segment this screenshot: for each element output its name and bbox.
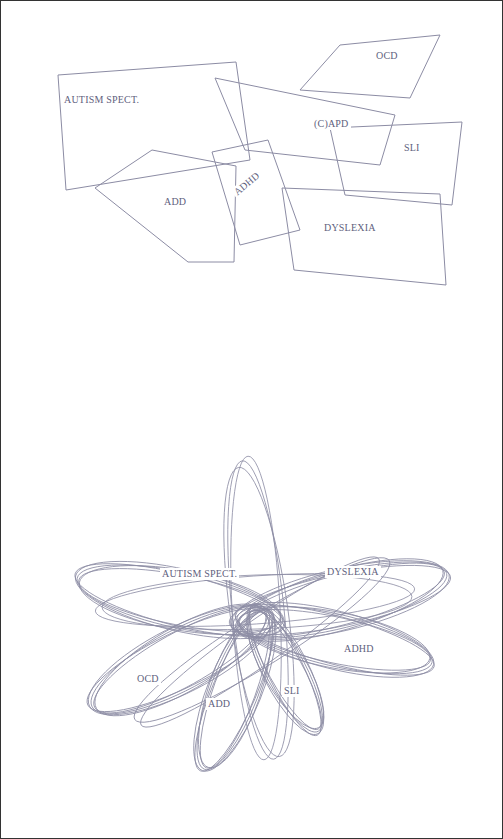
condition-label: OCD <box>135 673 161 685</box>
condition-label: DYSLEXIA <box>325 566 381 578</box>
polygon-outline <box>282 188 446 285</box>
polygon-region: DYSLEXIA <box>282 188 446 285</box>
ellipse-loop: ADD <box>193 606 277 774</box>
condition-label: AUTISM SPECT. <box>62 94 141 106</box>
loop-outline <box>244 603 327 736</box>
condition-label: OCD <box>374 50 400 62</box>
polygon-region: (C)APD <box>215 78 395 165</box>
condition-label: ADD <box>162 196 188 208</box>
polygon-region: ADHD <box>212 140 300 245</box>
polygon-outline <box>58 62 250 190</box>
polygon-outline <box>300 35 440 98</box>
condition-label: AUTISM SPECT. <box>160 568 239 580</box>
condition-label: ADHD <box>230 169 264 200</box>
loop-outline <box>193 606 277 774</box>
polygon-outline <box>215 78 395 165</box>
polygon-outline <box>212 140 300 245</box>
polygon-region: ADD <box>95 150 236 262</box>
condition-label: DYSLEXIA <box>322 222 378 234</box>
polygon-region: AUTISM SPECT. <box>58 62 250 190</box>
condition-label: ADHD <box>342 643 376 655</box>
condition-label: SLI <box>282 685 302 697</box>
ellipse-loop: SLI <box>244 603 327 736</box>
condition-label: SLI <box>402 142 422 154</box>
condition-label: ADD <box>206 698 232 710</box>
polygon-region: OCD <box>300 35 440 98</box>
condition-label: (C)APD <box>312 118 351 130</box>
